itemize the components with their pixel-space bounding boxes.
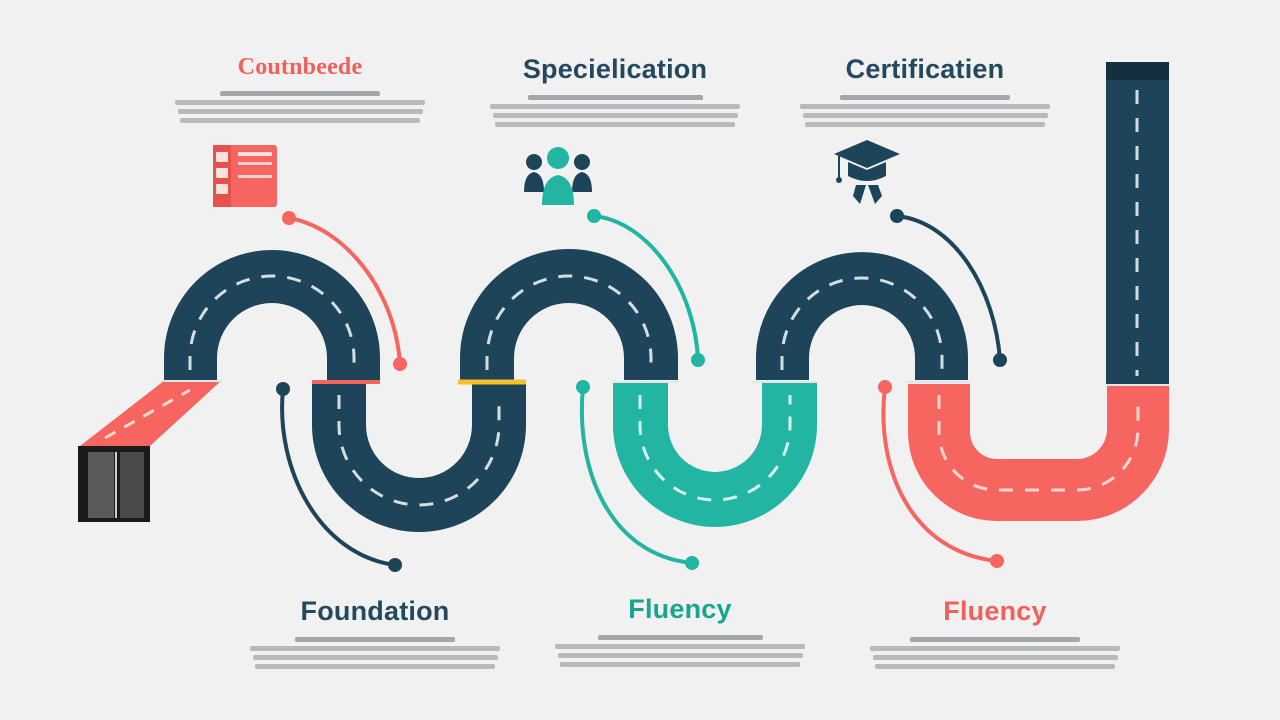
connector-top-2 [587,209,705,367]
road-vertical-finish [1106,62,1169,384]
road-start-block [78,446,150,522]
road-valley-2 [613,383,817,527]
stage-description-placeholder [860,637,1130,669]
book-icon [213,145,277,207]
road-arch-2 [460,249,678,380]
connector-bottom-2 [576,380,699,570]
stage-description-placeholder [780,95,1070,127]
road-arch-3 [756,252,968,380]
stage-title: Foundation [300,596,450,626]
stage-card-bottom-1: Foundation [240,596,510,669]
road-valley-1 [312,383,526,532]
road-valley-3 [908,384,1169,521]
road-arch-1 [164,250,380,380]
stage-title: Fluency [943,596,1047,626]
stage-description-placeholder [480,95,750,127]
connector-bottom-1 [276,382,402,572]
stage-title: Certificatien [845,54,1005,84]
stage-description-placeholder [240,637,510,669]
stage-card-top-2: Specielication [480,54,750,127]
connector-bottom-3 [878,380,1004,568]
stage-description-placeholder [165,91,435,123]
stage-title: Coutnbeede [237,54,363,80]
stage-card-bottom-3: Fluency [860,596,1130,669]
people-group-icon [524,147,592,205]
stage-description-placeholder [545,635,815,667]
stage-card-top-3: Certificatien [780,54,1070,127]
stage-title: Specielication [522,54,708,84]
stage-title: Fluency [628,594,732,624]
graduation-cap-icon [834,140,900,204]
stage-card-top-1: Coutnbeede [165,54,435,123]
connector-top-1 [282,211,407,371]
stage-card-bottom-2: Fluency [545,594,815,667]
connector-top-3 [890,209,1007,367]
